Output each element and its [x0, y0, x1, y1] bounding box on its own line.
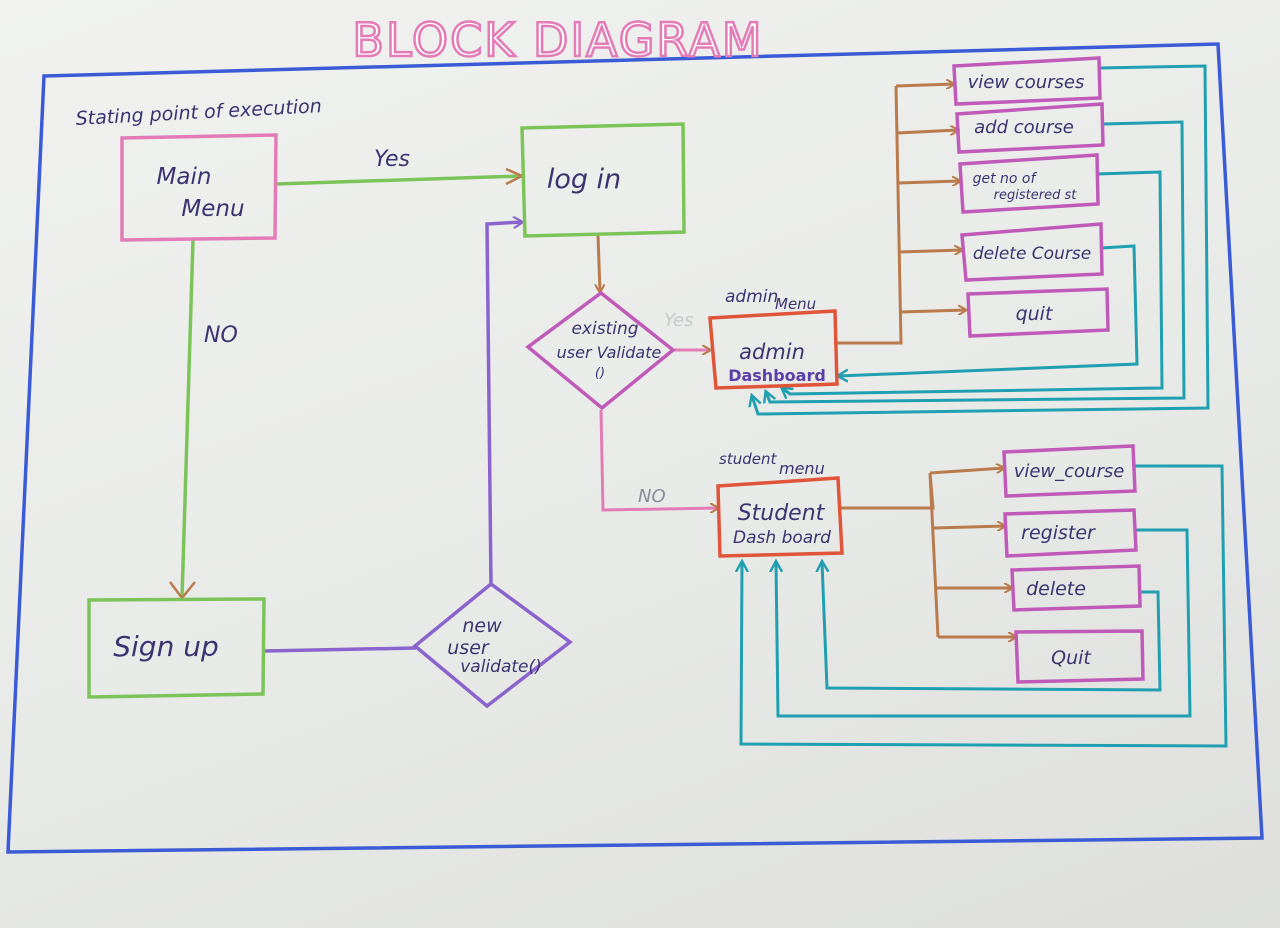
student-dashboard-line2: Dash board [733, 528, 831, 548]
edge-label-no: NO [204, 323, 238, 348]
admin-branch-2 [896, 130, 958, 133]
edge-main-to-signup [180, 239, 195, 599]
admin-branch-1 [895, 84, 954, 86]
student-caption-1: student [719, 450, 777, 468]
admin-item-label: add course [974, 117, 1074, 138]
student-item-register: register [1003, 508, 1138, 558]
student-caption-2: menu [779, 459, 825, 478]
node-new-line3: validate() [460, 657, 542, 677]
node-new-user-validate: new user validate() [412, 581, 573, 709]
node-student-dashboard: student menu Student Dash board [716, 450, 844, 558]
edge-login-to-existing [598, 234, 600, 292]
node-new-line1: new [462, 615, 502, 637]
edge-main-to-login [275, 174, 523, 186]
student-dashboard-line1: Student [738, 501, 826, 526]
admin-item-get-registered: get no of registered st [958, 153, 1100, 214]
admin-caption-1: admin [725, 287, 778, 307]
student-item-label: Quit [1051, 647, 1092, 669]
admin-item-label: get no of [973, 171, 1038, 187]
student-item-delete: delete [1010, 564, 1142, 612]
student-item-label: delete [1026, 578, 1086, 600]
node-login: log in [520, 122, 686, 238]
student-item-label: register [1021, 522, 1096, 544]
student-item-quit: Quit [1014, 629, 1145, 684]
edge-label-no-student: NO [638, 486, 666, 507]
node-main-menu-line1: Main [157, 164, 212, 190]
node-main-menu: Main Menu [120, 133, 278, 242]
student-branch-2 [933, 526, 1005, 528]
node-sign-up-label: Sign up [113, 630, 219, 663]
admin-dashboard-line2: Dashboard [728, 366, 826, 385]
node-sign-up: Sign up [87, 597, 266, 699]
edge-existing-to-student [599, 409, 718, 510]
node-login-label: log in [547, 164, 621, 195]
admin-return-2 [766, 120, 1186, 402]
edge-validate-to-login [485, 222, 522, 585]
node-existing-line3: () [595, 366, 605, 381]
node-main-menu-line2: Menu [181, 196, 244, 222]
node-admin-dashboard: admin Menu admin Dashboard [708, 287, 839, 390]
admin-return-3 [782, 170, 1164, 394]
admin-return-1 [752, 64, 1210, 416]
admin-item-delete-course: delete Course [960, 222, 1104, 282]
diagram-title: BLOCK DIAGRAM [352, 13, 763, 67]
node-new-line2: user [447, 637, 490, 659]
admin-dashboard-line1: admin [739, 340, 805, 364]
page-border [6, 42, 1264, 854]
edge-label-yes-admin: Yes [664, 310, 693, 331]
admin-item-label: quit [1016, 303, 1054, 325]
edge-label-yes: Yes [374, 147, 410, 172]
admin-trunk [837, 85, 903, 345]
student-return-1 [741, 464, 1228, 748]
student-branch-1 [929, 468, 1004, 475]
node-existing-line1: existing [571, 319, 638, 339]
student-return-2 [776, 528, 1192, 718]
edge-signup-to-validate [263, 646, 417, 653]
admin-caption-2: Menu [775, 295, 816, 313]
admin-item-quit: quit [966, 287, 1110, 338]
admin-item-label: view courses [968, 72, 1085, 93]
student-trunk [840, 472, 940, 638]
student-item-view-course: view_course [1002, 444, 1137, 498]
admin-return-4 [838, 244, 1139, 376]
student-item-label: view_course [1014, 461, 1125, 482]
admin-branch-4 [898, 250, 962, 252]
node-existing-line2: user Validate [557, 343, 662, 362]
admin-item-label: delete Course [973, 244, 1091, 264]
admin-branch-5 [899, 310, 966, 312]
admin-item-view-courses: view courses [952, 56, 1102, 106]
admin-item-add-course: add course [955, 102, 1105, 154]
student-return-3 [822, 562, 1162, 692]
node-existing-user-validate: existing user Validate () [525, 290, 676, 411]
starting-note: Stating point of execution [75, 95, 322, 130]
admin-item-label-2: registered st [994, 188, 1078, 203]
admin-branch-3 [897, 181, 960, 183]
